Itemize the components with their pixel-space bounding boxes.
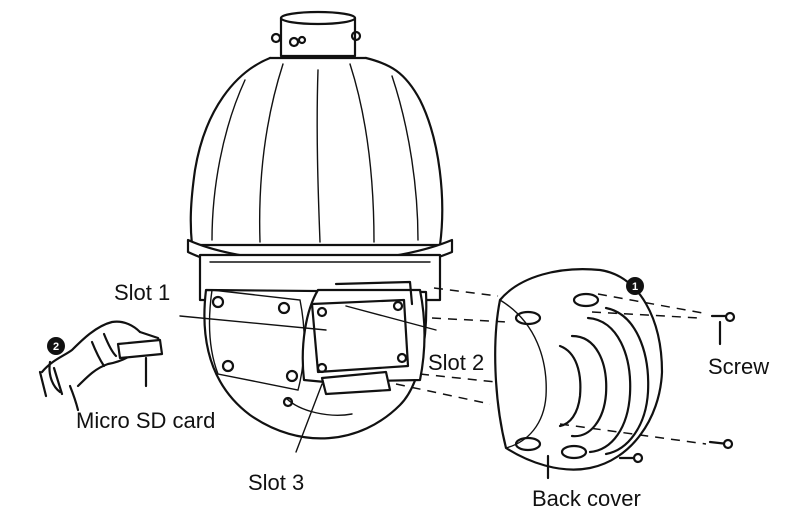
svg-text:1: 1 [632, 281, 638, 293]
camera-housing [186, 56, 454, 302]
svg-text:2: 2 [53, 341, 59, 353]
screw-icon [710, 311, 736, 323]
screw-icon [708, 438, 734, 450]
hand-with-sd-card [38, 320, 164, 412]
sd-card-icon [116, 338, 164, 360]
slot2-label: Slot 2 [428, 350, 484, 375]
back-cover-label: Back cover [532, 486, 641, 511]
slot3-label: Slot 3 [248, 470, 304, 495]
step-marker-1: 1 [626, 277, 644, 295]
screw-icon [618, 452, 644, 464]
screws [618, 311, 736, 464]
camera-lower-dome [203, 280, 428, 440]
slot1-label: Slot 1 [114, 280, 170, 305]
assembly-guide-lines [395, 287, 709, 445]
leader-lines [179, 305, 437, 453]
ptz-camera [186, 10, 454, 440]
micro-sd-card-label: Micro SD card [76, 408, 215, 433]
camera-mount [268, 10, 368, 66]
step-marker-2: 2 [47, 337, 65, 355]
screw-label: Screw [708, 354, 769, 379]
